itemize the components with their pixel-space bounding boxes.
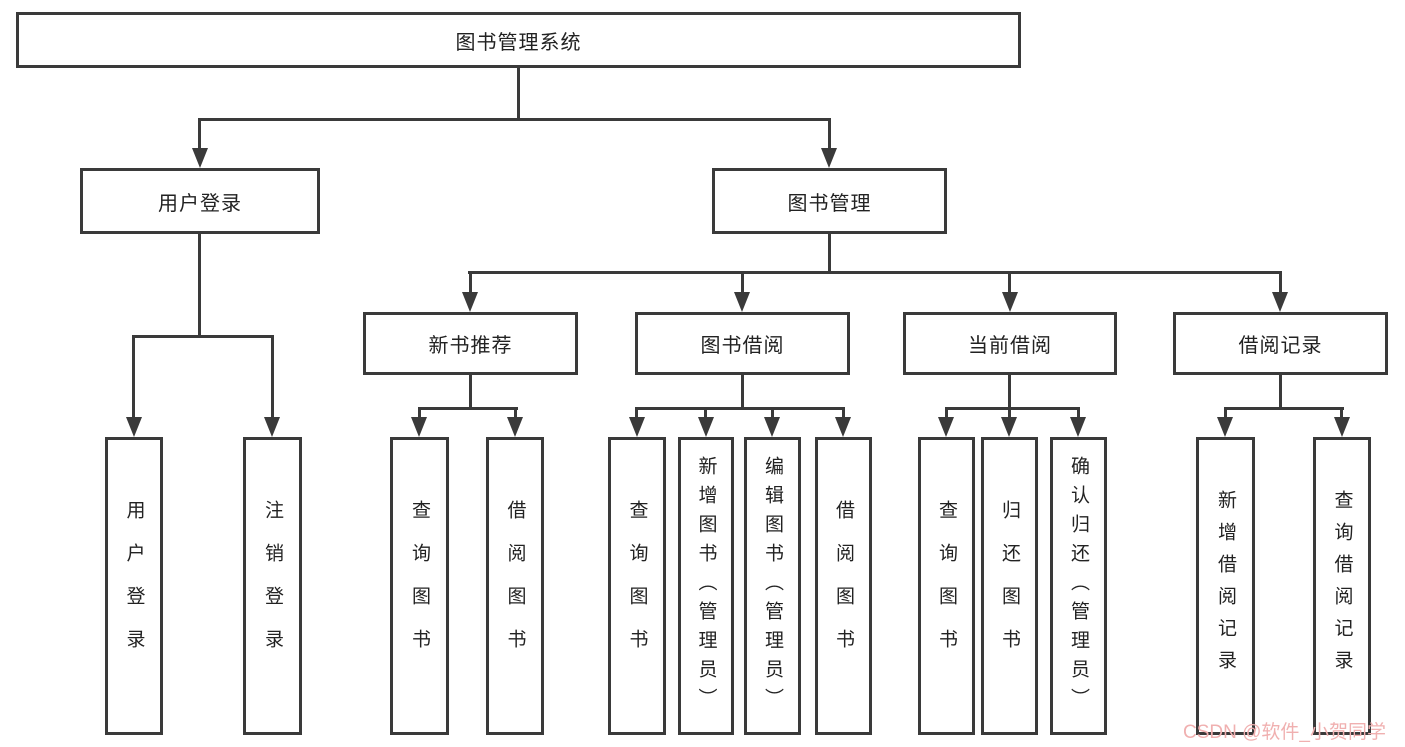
arrow-return-books xyxy=(1001,417,1017,437)
edge-arrow-br2-shaft xyxy=(1340,407,1343,420)
edge-root-bar xyxy=(198,118,831,121)
leaf-user-login-label: 用户登录 xyxy=(123,500,145,672)
leaf-newbooks-query-books-label: 查询图书 xyxy=(409,500,430,672)
edge-arrow-bookborrow-shaft xyxy=(741,271,744,294)
edge-arrow-nb2-shaft xyxy=(514,407,517,420)
node-book-borrow-label: 图书借阅 xyxy=(700,335,785,357)
edge-arrow-nb1-shaft xyxy=(418,407,421,420)
leaf-newbooks-borrow-books-label: 借阅图书 xyxy=(504,500,526,672)
edge-arrow-bb1-shaft xyxy=(635,407,638,420)
leaf-logout: 注销登录 xyxy=(243,437,302,735)
edge-arrow-bb4-shaft xyxy=(842,407,845,420)
edge-currentborrow-bar xyxy=(945,407,1080,410)
edge-bookborrow-stem xyxy=(741,375,744,410)
leaf-confirm-return-admin-label: 确认归还（管理员） xyxy=(1068,455,1089,717)
leaf-return-books-label: 归还图书 xyxy=(999,500,1020,672)
leaf-query-borrow-record: 查询借阅记录 xyxy=(1313,437,1371,735)
edge-bookmgmt-stem xyxy=(828,234,831,274)
node-current-borrow: 当前借阅 xyxy=(903,312,1117,375)
node-book-management-label: 图书管理 xyxy=(787,192,872,215)
leaf-borrow-borrow-books-label: 借阅图书 xyxy=(833,500,854,672)
node-borrow-records: 借阅记录 xyxy=(1173,312,1388,375)
edge-arrow-borrowrecords-shaft xyxy=(1279,271,1282,294)
leaf-logout-label: 注销登录 xyxy=(262,500,283,672)
leaf-borrow-query-books-label: 查询图书 xyxy=(626,500,648,672)
edge-userlogin-stem xyxy=(198,234,201,338)
edge-arrow-leaf-login-shaft xyxy=(132,335,135,417)
node-library-system: 图书管理系统 xyxy=(16,12,1021,68)
leaf-user-login: 用户登录 xyxy=(105,437,163,735)
edge-arrow-br1-shaft xyxy=(1224,407,1227,420)
edge-borrowrecords-stem xyxy=(1279,375,1282,410)
edge-arrow-leaf-logout-shaft xyxy=(271,335,274,417)
arrow-add-record xyxy=(1217,417,1233,437)
edge-bookmgmt-bar xyxy=(468,271,1282,274)
edge-currentborrow-stem xyxy=(1008,375,1011,410)
arrow-edit-book xyxy=(764,417,780,437)
leaf-edit-book-admin: 编辑图书（管理员） xyxy=(744,437,801,735)
edge-userlogin-bar xyxy=(132,335,274,338)
leaf-add-book-admin: 新增图书（管理员） xyxy=(678,437,734,735)
edge-bookborrow-bar xyxy=(635,407,845,410)
leaf-borrow-borrow-books: 借阅图书 xyxy=(815,437,872,735)
arrow-current-query xyxy=(938,417,954,437)
arrow-book-borrow xyxy=(734,292,750,312)
edge-arrow-bb3-shaft xyxy=(771,407,774,420)
arrow-current-borrow xyxy=(1002,292,1018,312)
leaf-confirm-return-admin: 确认归还（管理员） xyxy=(1050,437,1107,735)
edge-arrow-user-login-shaft xyxy=(198,118,201,150)
csdn-watermark: CSDN @软件_小贺同学 xyxy=(1183,722,1386,743)
node-borrow-records-label: 借阅记录 xyxy=(1238,335,1323,357)
node-new-book-recommend: 新书推荐 xyxy=(363,312,578,375)
leaf-add-borrow-record-label: 新增借阅记录 xyxy=(1215,490,1236,682)
arrow-new-book-recommend xyxy=(462,292,478,312)
arrow-bookborrow-borrow xyxy=(835,417,851,437)
node-user-login-label: 用户登录 xyxy=(158,192,242,215)
leaf-borrow-query-books: 查询图书 xyxy=(608,437,666,735)
node-current-borrow-label: 当前借阅 xyxy=(968,335,1052,357)
edge-arrow-cb3-shaft xyxy=(1077,407,1080,420)
leaf-current-query-books: 查询图书 xyxy=(918,437,975,735)
arrow-newbooks-borrow xyxy=(507,417,523,437)
edge-newbook-stem xyxy=(469,375,472,410)
node-new-book-recommend-label: 新书推荐 xyxy=(428,335,513,357)
edge-borrowrecords-bar xyxy=(1224,407,1344,410)
node-book-management: 图书管理 xyxy=(712,168,947,234)
leaf-newbooks-borrow-books: 借阅图书 xyxy=(486,437,544,735)
leaf-add-book-admin-label: 新增图书（管理员） xyxy=(695,455,717,717)
arrow-leaf-user-login xyxy=(126,417,142,437)
arrow-bookborrow-query xyxy=(629,417,645,437)
leaf-edit-book-admin-label: 编辑图书（管理员） xyxy=(762,455,783,717)
arrow-add-book xyxy=(698,417,714,437)
leaf-return-books: 归还图书 xyxy=(981,437,1038,735)
arrow-confirm-return xyxy=(1070,417,1086,437)
edge-arrow-cb2-shaft xyxy=(1008,407,1011,420)
edge-newbook-bar xyxy=(418,407,518,410)
edge-root-stem xyxy=(517,68,520,121)
edge-arrow-book-mgmt-shaft xyxy=(828,118,831,150)
arrow-query-record xyxy=(1334,417,1350,437)
edge-arrow-bb2-shaft xyxy=(704,407,707,420)
edge-arrow-currentborrow-shaft xyxy=(1008,271,1011,294)
leaf-add-borrow-record: 新增借阅记录 xyxy=(1196,437,1255,735)
leaf-newbooks-query-books: 查询图书 xyxy=(390,437,449,735)
arrow-newbooks-query xyxy=(411,417,427,437)
edge-arrow-cb1-shaft xyxy=(945,407,948,420)
arrow-user-login xyxy=(192,148,208,168)
arrow-borrow-records xyxy=(1272,292,1288,312)
arrow-book-mgmt xyxy=(821,148,837,168)
node-library-system-label: 图书管理系统 xyxy=(455,31,582,54)
leaf-query-borrow-record-label: 查询借阅记录 xyxy=(1331,490,1353,682)
node-user-login: 用户登录 xyxy=(80,168,320,234)
node-book-borrow: 图书借阅 xyxy=(635,312,850,375)
leaf-current-query-books-label: 查询图书 xyxy=(936,500,957,672)
arrow-leaf-logout xyxy=(264,417,280,437)
edge-arrow-newbook-shaft xyxy=(469,271,472,294)
